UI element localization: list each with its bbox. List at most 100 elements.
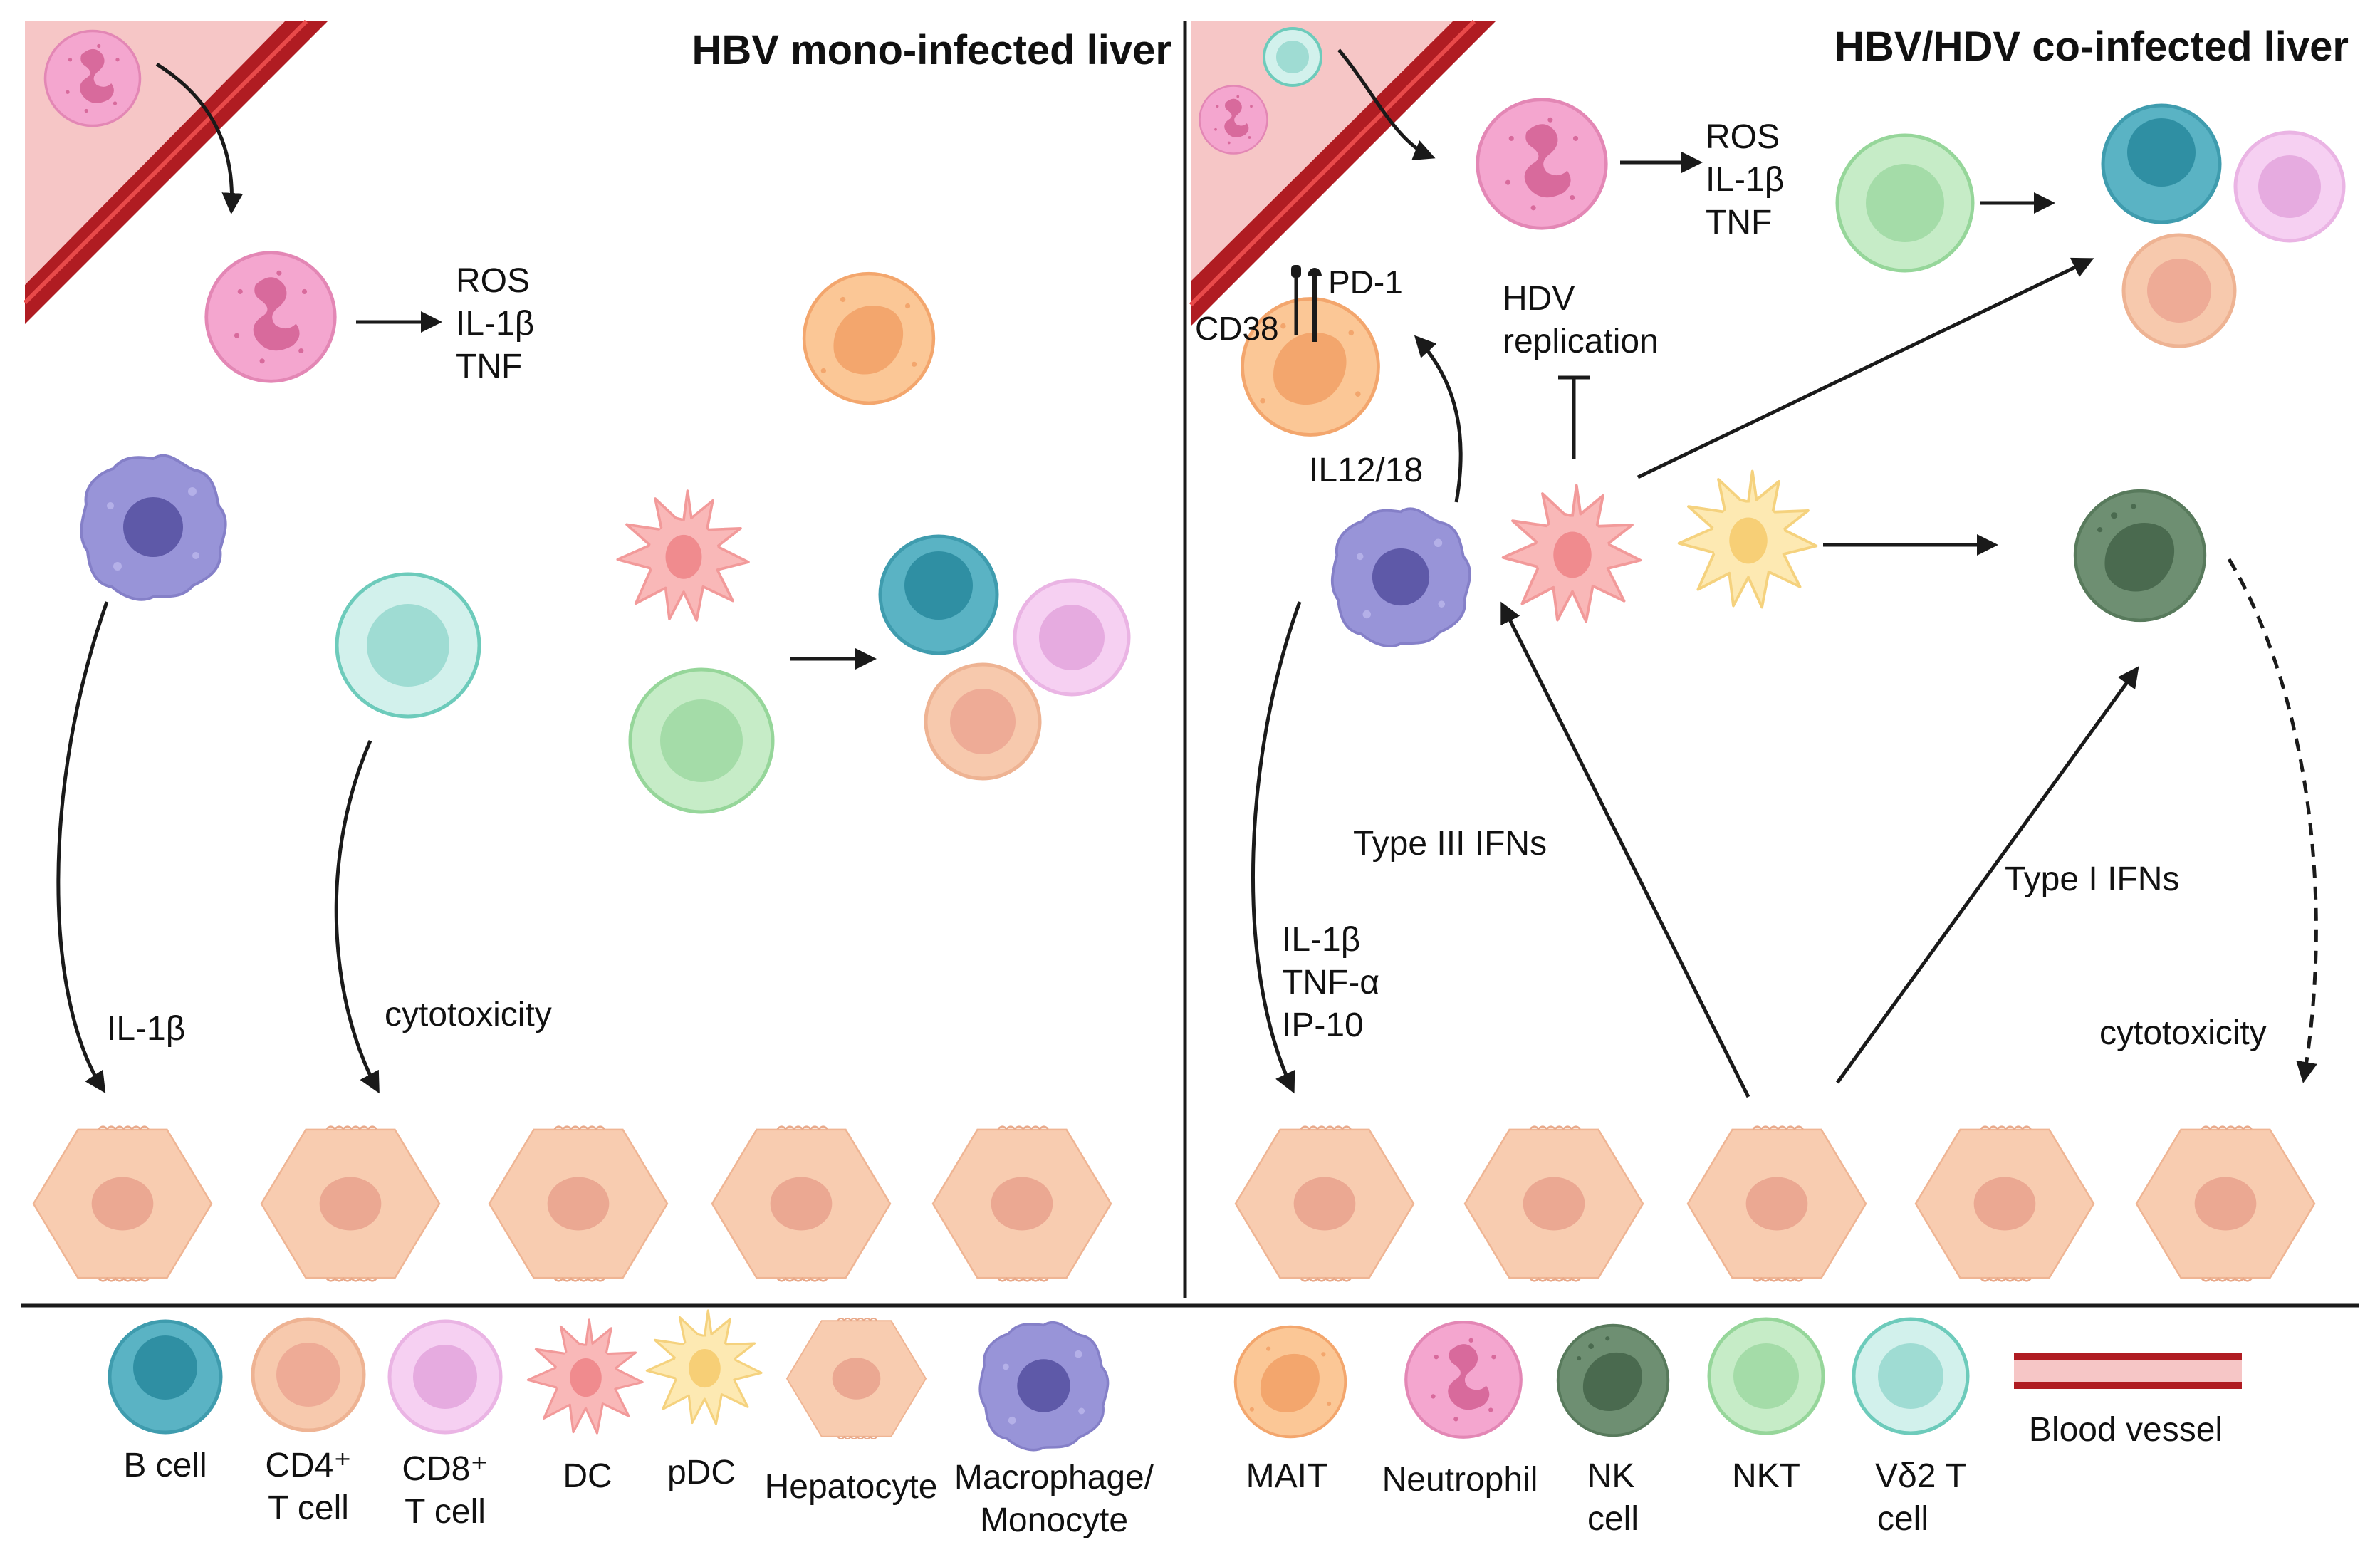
legend-mait: MAIT <box>1233 1325 1347 1495</box>
legend: B cell CD4⁺ T cell CD8⁺ T cell DC pDC He… <box>108 1309 2242 1539</box>
legend-hepatocyte: Hepatocyte <box>765 1317 938 1506</box>
legend-vd2-t-cell: Vδ2 T cell <box>1852 1317 1970 1538</box>
left-hepatocyte <box>711 1125 892 1282</box>
right-nkt-cell <box>1835 133 1975 273</box>
macrophage-to-mait-arrow <box>1414 335 1463 503</box>
legend-mait-label: MAIT <box>1246 1457 1328 1495</box>
left-hepatocyte <box>32 1125 213 1282</box>
right-hepatocyte <box>1463 1125 1644 1282</box>
pd1-receptor <box>1308 268 1322 342</box>
legend-nkt-label: NKT <box>1732 1457 1800 1495</box>
right-panel-title: HBV/HDV co-infected liver <box>1834 24 2349 70</box>
legend-cd4-t-cell: CD4⁺ T cell <box>251 1317 366 1527</box>
legend-cd4-label-2: T cell <box>268 1489 349 1527</box>
right-neutrophil-ros: ROS <box>1706 118 1780 156</box>
left-neutrophil-tnf: TNF <box>456 348 522 385</box>
legend-cd8-label-2: T cell <box>405 1493 486 1531</box>
legend-cd8-label-1: CD8⁺ <box>402 1450 488 1488</box>
right-macrophage <box>1330 507 1471 648</box>
legend-blood-vessel: Blood vessel <box>2014 1353 2242 1449</box>
dc-to-lymphocytes-arrow <box>1637 257 2094 479</box>
legend-macrophage: Macrophage/ Monocyte <box>954 1321 1154 1539</box>
hdv-replication-line2: replication <box>1503 323 1659 360</box>
right-neutrophil <box>1478 100 1607 229</box>
legend-cd8-t-cell: CD8⁺ T cell <box>387 1319 503 1531</box>
right-neutrophil-il1b: IL-1β <box>1706 161 1784 199</box>
legend-pdc-label: pDC <box>667 1454 736 1491</box>
nk-cytotoxicity-arrow <box>2227 558 2318 1083</box>
left-nkt-cell <box>628 667 775 814</box>
left-hepatocyte <box>931 1125 1112 1282</box>
right-cd8-t-cell <box>2233 130 2346 243</box>
legend-b-cell: B cell <box>108 1319 223 1484</box>
legend-nk-cell: NK cell <box>1556 1323 1670 1538</box>
type1-ifn-label: Type I IFNs <box>2005 860 2179 898</box>
left-neutrophil-ros: ROS <box>456 262 530 300</box>
right-hepatocyte <box>1686 1125 1867 1282</box>
right-extravasation-arrow <box>1337 48 1436 160</box>
left-neutrophil <box>207 253 335 382</box>
left-b-cell <box>878 534 999 655</box>
legend-b-cell-label: B cell <box>123 1447 207 1484</box>
legend-pdc: pDC <box>645 1309 763 1491</box>
cd38-receptor <box>1291 265 1301 335</box>
left-hepatocyte <box>488 1125 669 1282</box>
macrophage-product-ip10: IP-10 <box>1282 1006 1364 1044</box>
type1-ifn-arrow <box>1835 666 2139 1084</box>
left-extravasation-arrow <box>155 62 244 214</box>
left-macrophage-il1b: IL-1β <box>107 1010 185 1048</box>
left-cd8-t-cell <box>1013 578 1131 697</box>
hdv-inhibition-bar <box>1558 375 1590 459</box>
il12-18-label: IL12/18 <box>1309 452 1423 489</box>
legend-neutrophil: Neutrophil <box>1382 1322 1538 1499</box>
right-dc <box>1501 484 1642 623</box>
legend-vd2-label-1: Vδ2 T <box>1875 1457 1966 1495</box>
legend-macrophage-label-1: Macrophage/ <box>954 1459 1154 1496</box>
legend-dc: DC <box>526 1318 644 1495</box>
right-nk-cell <box>2075 491 2205 620</box>
left-panel-title: HBV mono-infected liver <box>691 27 1171 73</box>
legend-neutrophil-label: Neutrophil <box>1382 1461 1538 1499</box>
legend-cd4-label-1: CD4⁺ <box>265 1447 351 1484</box>
left-hepatocyte-row <box>32 1125 1112 1282</box>
pd1-label: PD-1 <box>1328 264 1403 301</box>
type3-ifn-arrow <box>1500 601 1750 1098</box>
left-dc <box>616 489 750 622</box>
right-hepatocyte <box>1914 1125 2095 1282</box>
right-cd4-t-cell <box>2121 233 2237 348</box>
left-cytotoxicity: cytotoxicity <box>385 996 552 1033</box>
right-macrophage-arrow <box>1251 601 1302 1094</box>
right-hepatocyte <box>2135 1125 2316 1282</box>
right-pdc <box>1677 469 1818 609</box>
legend-hepatocyte-label: Hepatocyte <box>765 1468 938 1506</box>
legend-macrophage-label-2: Monocyte <box>980 1501 1128 1539</box>
right-hepatocyte <box>1234 1125 1415 1282</box>
left-vd2-arrow <box>334 739 380 1094</box>
left-hepatocyte <box>260 1125 441 1282</box>
right-blood-vessel <box>1189 19 1496 326</box>
right-cytotoxicity: cytotoxicity <box>2099 1014 2267 1052</box>
right-b-cell <box>2101 103 2222 224</box>
legend-vd2-label-2: cell <box>1877 1500 1928 1538</box>
legend-blood-vessel-label: Blood vessel <box>2029 1411 2223 1449</box>
right-vessel-vd2 <box>1263 27 1322 87</box>
left-vd2-t-cell <box>335 572 481 719</box>
legend-nk-label-1: NK <box>1587 1457 1635 1495</box>
right-hepatocyte-row <box>1234 1125 2316 1282</box>
left-macrophage <box>80 454 227 601</box>
right-neutrophil-tnf: TNF <box>1706 204 1772 241</box>
left-mait-cell <box>804 274 934 403</box>
legend-nk-label-2: cell <box>1587 1500 1639 1538</box>
macrophage-product-tnfa: TNF-α <box>1282 964 1379 1001</box>
left-cd4-t-cell <box>924 662 1042 781</box>
left-vessel-neutrophil <box>43 29 142 127</box>
macrophage-product-il1b: IL-1β <box>1282 921 1360 959</box>
cd38-label: CD38 <box>1195 310 1279 347</box>
left-neutrophil-il1b: IL-1β <box>456 305 534 343</box>
hdv-replication-line1: HDV <box>1503 280 1575 318</box>
legend-dc-label: DC <box>563 1457 612 1495</box>
type3-ifn-label: Type III IFNs <box>1353 825 1547 863</box>
legend-nkt: NKT <box>1707 1317 1825 1495</box>
left-macrophage-arrow <box>56 601 109 1094</box>
right-vessel-neutrophil <box>1199 85 1268 155</box>
